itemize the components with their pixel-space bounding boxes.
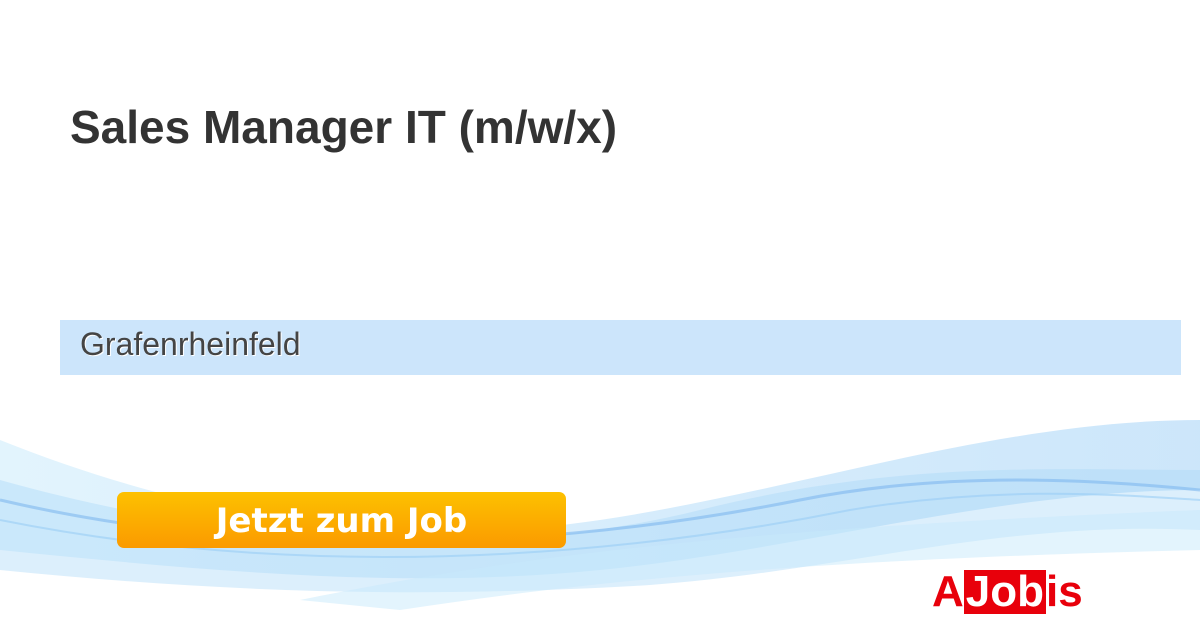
logo-part-job: Job [963, 567, 1047, 616]
logo-part-a: A [932, 567, 964, 616]
location-bar: Grafenrheinfeld [60, 320, 1181, 375]
ajobis-logo[interactable]: A Job is [932, 570, 1083, 614]
logo-part-is: is [1046, 567, 1083, 616]
job-title: Sales Manager IT (m/w/x) [70, 101, 618, 153]
job-location: Grafenrheinfeld [80, 326, 301, 362]
go-to-job-button[interactable]: Jetzt zum Job [117, 492, 566, 548]
